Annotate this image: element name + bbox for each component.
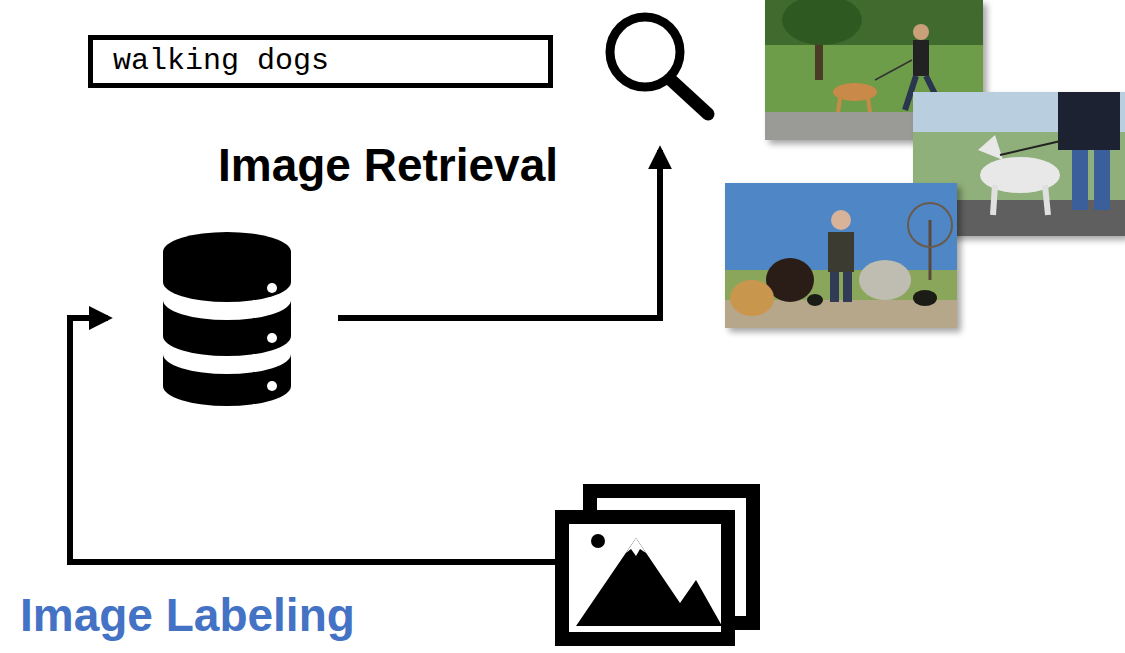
section-title: Image Retrieval — [218, 140, 558, 191]
search-icon — [610, 17, 708, 114]
section-title: Image Labeling — [20, 590, 355, 641]
search-query: walking dogs — [113, 46, 548, 76]
photo-3 — [725, 183, 957, 328]
database-icon — [163, 232, 291, 406]
handle — [671, 80, 708, 114]
images-icon — [562, 491, 753, 639]
labeling-arrow — [70, 318, 555, 562]
search-box: walking dogs — [88, 35, 553, 88]
